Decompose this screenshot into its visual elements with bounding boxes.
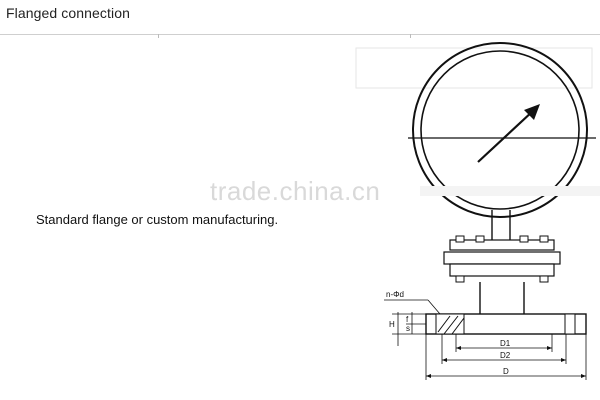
title-divider-tick xyxy=(410,34,411,38)
description-text: Standard flange or custom manufacturing. xyxy=(36,212,279,227)
title-divider xyxy=(0,34,600,35)
label-n-d: n-Φd xyxy=(386,290,404,299)
gauge-needle-arrow-icon xyxy=(477,104,540,163)
label-H: H xyxy=(389,320,395,329)
page-title: Flanged connection xyxy=(6,5,130,21)
label-f: f xyxy=(406,315,409,324)
gauge-outer-ring xyxy=(412,42,588,218)
upper-flange xyxy=(449,239,555,251)
bolt-hole-hatch xyxy=(435,313,465,335)
faint-frame xyxy=(355,47,593,89)
watermark-smudge xyxy=(420,186,600,196)
watermark-text: trade.china.cn xyxy=(210,176,381,206)
gauge-inner-ring xyxy=(420,50,580,210)
label-D1: D1 xyxy=(500,339,511,348)
label-D2: D2 xyxy=(500,351,511,360)
label-D: D xyxy=(503,367,509,376)
title-divider-tick xyxy=(158,34,159,38)
label-s: s xyxy=(406,324,410,333)
